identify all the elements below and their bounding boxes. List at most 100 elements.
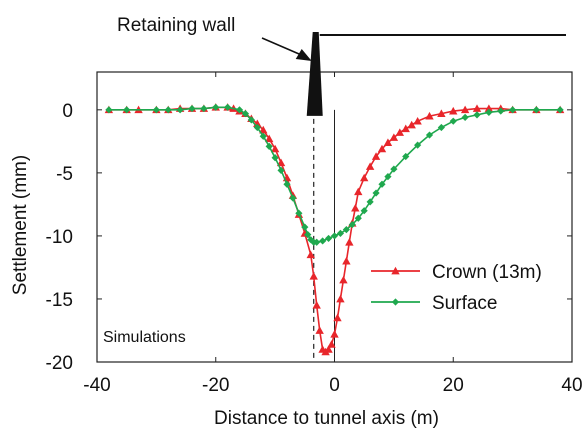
data-point: [449, 117, 457, 125]
y-axis-title: Settlement (mm): [10, 155, 31, 295]
data-point: [372, 189, 380, 197]
data-point: [313, 238, 321, 246]
x-tick-label: -40: [83, 375, 110, 396]
legend-label: Surface: [432, 293, 497, 314]
data-point: [384, 173, 392, 181]
legend: Crown (13m) Surface: [371, 262, 542, 314]
wall-arrow-line: [261, 37, 305, 57]
data-point: [319, 237, 327, 245]
data-point: [123, 106, 131, 114]
annotation-layer: Retaining wall Simulations: [103, 15, 566, 346]
y-tick-label: -10: [46, 227, 73, 248]
data-point: [333, 313, 342, 322]
data-point: [437, 123, 445, 132]
data-point: [200, 104, 208, 113]
data-point: [224, 103, 232, 111]
data-point: [378, 180, 386, 188]
data-point: [176, 106, 184, 114]
x-axis-title: Distance to tunnel axis (m): [214, 408, 439, 429]
data-point: [556, 106, 564, 114]
data-point: [360, 207, 368, 215]
data-point: [407, 120, 416, 129]
data-point: [348, 220, 356, 229]
data-point: [389, 133, 399, 141]
y-tick-label: 0: [62, 101, 73, 122]
data-point: [365, 162, 375, 170]
data-point: [497, 107, 505, 115]
data-point: [460, 105, 470, 114]
data-point: [247, 116, 255, 124]
data-point: [324, 345, 333, 353]
data-point: [472, 104, 482, 112]
data-point: [289, 194, 297, 202]
data-point: [371, 152, 381, 160]
data-point: [342, 256, 351, 265]
data-point: [212, 103, 220, 111]
data-point: [485, 108, 493, 116]
data-point: [449, 106, 458, 115]
data-point: [342, 226, 350, 234]
data-point: [532, 106, 540, 114]
data-point: [312, 301, 321, 309]
data-point: [366, 198, 374, 206]
data-point: [309, 272, 318, 280]
data-point: [265, 142, 273, 150]
data-point: [345, 238, 354, 246]
data-point: [354, 187, 363, 196]
data-point: [259, 125, 268, 134]
data-point: [413, 116, 422, 125]
data-point: [395, 128, 405, 136]
x-tick-label: 20: [443, 375, 464, 396]
retaining-wall-shape: [306, 32, 323, 116]
data-point: [327, 340, 336, 348]
data-point: [437, 109, 446, 117]
data-point: [484, 104, 494, 112]
data-point: [425, 131, 434, 139]
legend-label: Crown (13m): [432, 262, 542, 283]
data-point: [235, 106, 244, 114]
data-point: [330, 232, 339, 240]
data-point: [425, 111, 434, 120]
data-point: [324, 234, 333, 243]
y-tick-label: -20: [46, 353, 73, 374]
data-point: [336, 229, 345, 237]
data-point: [359, 173, 369, 182]
data-point: [264, 134, 274, 143]
data-point: [402, 152, 410, 161]
data-point: [354, 214, 362, 222]
simulations-label: Simulations: [103, 329, 186, 346]
data-point: [401, 124, 410, 133]
legend-marker: [391, 298, 400, 306]
data-point: [241, 110, 250, 118]
data-point: [259, 132, 267, 140]
data-point: [271, 154, 279, 162]
tick-layer: -40 -20 0 20 40 0 -5 -10 -15 -20: [46, 72, 583, 396]
data-point: [390, 165, 398, 173]
data-point: [283, 180, 291, 188]
series-layer: [104, 103, 565, 356]
retaining-wall-label: Retaining wall: [117, 15, 235, 36]
data-point: [351, 203, 360, 212]
data-point: [277, 166, 285, 174]
x-tick-label: 0: [329, 375, 340, 396]
y-tick-label: -5: [56, 164, 73, 185]
data-point: [270, 144, 280, 153]
data-point: [315, 326, 324, 334]
data-point: [295, 209, 303, 217]
wall-arrow-head: [295, 49, 312, 61]
data-point: [164, 106, 172, 114]
data-point: [383, 138, 393, 146]
data-point: [301, 223, 309, 231]
series-1: [105, 103, 564, 246]
data-point: [414, 141, 422, 149]
y-tick-label: -15: [46, 290, 73, 311]
plot-frame: [96, 71, 573, 363]
x-tick-label: 40: [561, 375, 582, 396]
data-point: [304, 231, 312, 239]
legend-marker: [391, 266, 400, 275]
x-tick-label: -20: [202, 375, 229, 396]
data-point: [473, 111, 481, 119]
data-point: [330, 330, 339, 338]
data-point: [509, 106, 517, 114]
